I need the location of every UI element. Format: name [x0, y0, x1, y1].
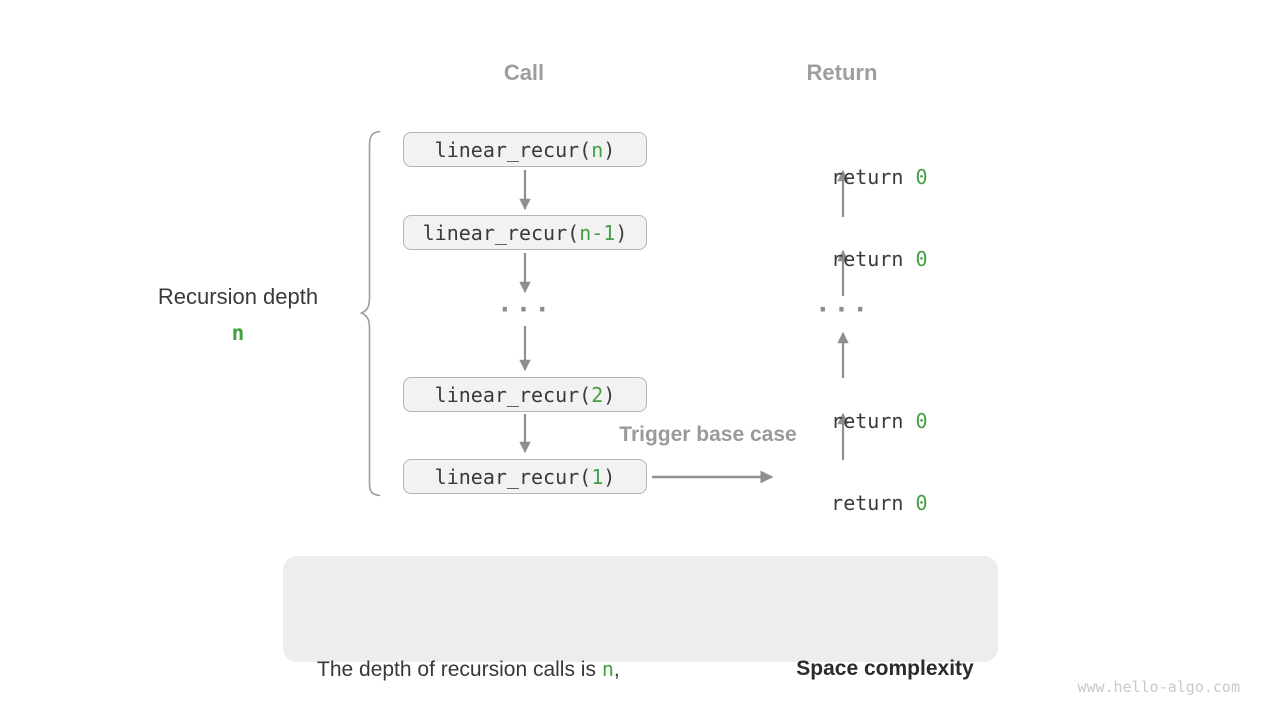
call-arg-text: n: [591, 137, 604, 162]
space-complexity-title: Space complexity: [796, 657, 974, 680]
return-statement: return 0: [783, 382, 927, 433]
space-complexity-block: Space complexity Linear O(n): [772, 574, 998, 720]
call-close-text: ): [615, 220, 628, 245]
call-frame-box: linear_recur(2): [403, 377, 647, 412]
watermark: www.hello-algo.com: [1077, 678, 1240, 696]
call-fn-text: linear_recur(: [434, 464, 592, 489]
summary-line1-var: n: [601, 657, 614, 681]
summary-text: The depth of recursion calls is n, using…: [317, 574, 620, 720]
call-frame-box: linear_recur(n): [403, 132, 647, 167]
call-fn-text: linear_recur(: [422, 220, 580, 245]
call-column-header: Call: [503, 60, 545, 85]
return-value: 0: [915, 165, 928, 189]
return-keyword: return: [831, 165, 916, 189]
return-column-header: Return: [806, 60, 878, 85]
summary-line1-text: The depth of recursion calls is: [317, 658, 602, 681]
call-close-text: ): [603, 137, 616, 162]
call-ellipsis: ···: [497, 295, 553, 325]
return-value: 0: [915, 409, 928, 433]
call-fn-text: linear_recur(: [434, 137, 592, 162]
call-arg-text: n-1: [579, 220, 616, 245]
return-keyword: return: [831, 247, 916, 271]
trigger-base-case-label: Trigger base case: [619, 423, 797, 446]
summary-line1-tail: ,: [613, 658, 620, 681]
return-value: 0: [915, 247, 928, 271]
recursion-depth-label: Recursion depth: [157, 284, 319, 309]
recursion-depth-brace-icon: [359, 130, 381, 497]
summary-line-1: The depth of recursion calls is n,: [317, 650, 620, 689]
return-statement: return 0: [783, 220, 927, 271]
return-value: 0: [915, 491, 928, 515]
summary-panel: [283, 556, 998, 662]
call-frame-box: linear_recur(1): [403, 459, 647, 494]
call-fn-text: linear_recur(: [434, 382, 592, 407]
recursion-depth-value: n: [231, 321, 245, 345]
return-statement: return 0: [783, 464, 927, 515]
return-ellipsis: ···: [815, 295, 871, 325]
call-close-text: ): [603, 464, 616, 489]
call-arg-text: 1: [591, 464, 604, 489]
return-keyword: return: [831, 409, 916, 433]
call-arg-text: 2: [591, 382, 604, 407]
call-close-text: ): [603, 382, 616, 407]
return-statement: return 0: [783, 138, 927, 189]
return-keyword: return: [831, 491, 916, 515]
call-frame-box: linear_recur(n-1): [403, 215, 647, 250]
